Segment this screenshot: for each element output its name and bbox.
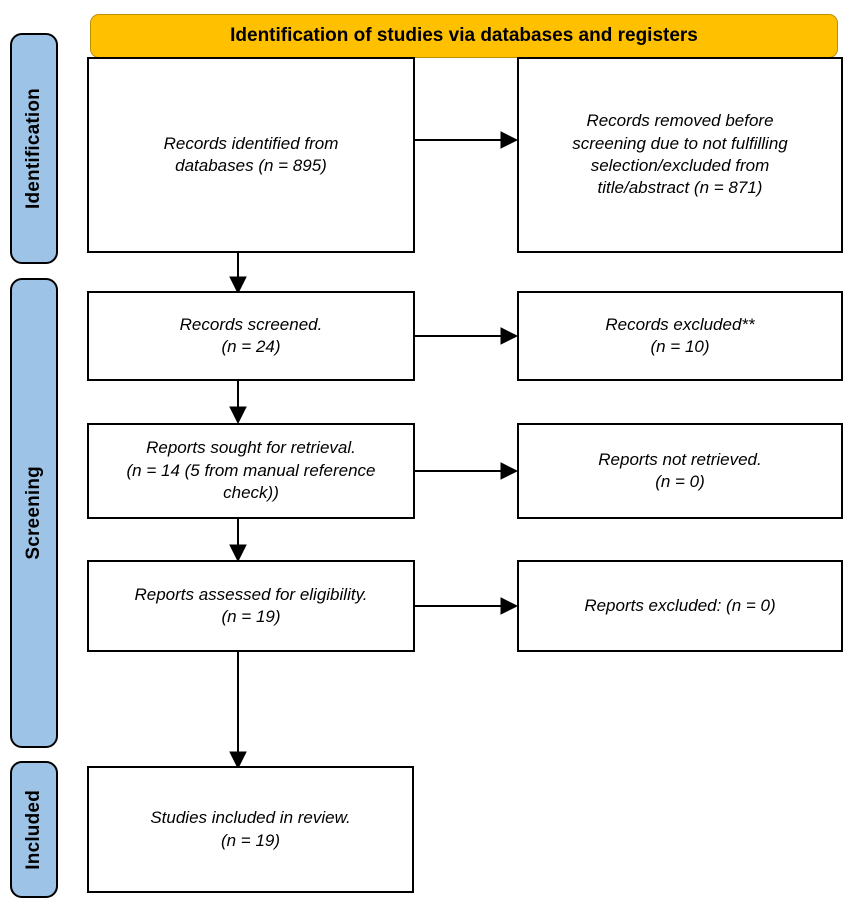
box-reports-assessed-for-eligibility-text: Reports assessed for eligibility. (n = 1…: [134, 584, 368, 626]
connector-identified-to-screened: [229, 252, 247, 294]
connector-screened-to-excluded: [415, 327, 519, 345]
box-records-screened: Records screened. (n = 24): [87, 291, 415, 381]
box-studies-included-in-review-text: Studies included in review. (n = 19): [150, 808, 351, 850]
box-reports-excluded: Reports excluded: (n = 0): [517, 560, 843, 652]
box-records-removed-before-screening-text: Records removed before screening due to …: [572, 111, 788, 198]
box-records-excluded-text: Records excluded** (n = 10): [605, 314, 755, 356]
stage-label-screening: Screening: [23, 466, 44, 560]
box-reports-excluded-text: Reports excluded: (n = 0): [584, 595, 776, 615]
connector-assessed-to-reports-excluded: [415, 597, 519, 615]
stage-pill-identification: Identification: [10, 33, 58, 264]
connector-assessed-to-included: [229, 651, 247, 769]
box-reports-not-retrieved: Reports not retrieved. (n = 0): [517, 423, 843, 519]
box-studies-included-in-review: Studies included in review. (n = 19): [87, 766, 414, 893]
stage-pill-included: Included: [10, 761, 58, 898]
diagram-banner: Identification of studies via databases …: [90, 14, 838, 58]
box-reports-not-retrieved-text: Reports not retrieved. (n = 0): [598, 449, 762, 491]
stage-label-identification: Identification: [23, 87, 44, 210]
connector-sought-to-not-retrieved: [415, 462, 519, 480]
box-reports-sought-for-retrieval-text: Reports sought for retrieval. (n = 14 (5…: [126, 438, 376, 503]
connector-sought-to-assessed: [229, 518, 247, 562]
box-records-screened-text: Records screened. (n = 24): [179, 314, 323, 356]
connector-identified-to-removed: [415, 131, 519, 149]
box-records-identified: Records identified from databases (n = 8…: [87, 57, 415, 253]
box-records-identified-text: Records identified from databases (n = 8…: [163, 133, 339, 175]
box-reports-sought-for-retrieval: Reports sought for retrieval. (n = 14 (5…: [87, 423, 415, 519]
box-reports-assessed-for-eligibility: Reports assessed for eligibility. (n = 1…: [87, 560, 415, 652]
stage-pill-screening: Screening: [10, 278, 58, 748]
connector-screened-to-sought: [229, 380, 247, 424]
box-records-removed-before-screening: Records removed before screening due to …: [517, 57, 843, 253]
box-records-excluded: Records excluded** (n = 10): [517, 291, 843, 381]
stage-label-included: Included: [23, 789, 44, 870]
banner-title: Identification of studies via databases …: [230, 25, 698, 46]
